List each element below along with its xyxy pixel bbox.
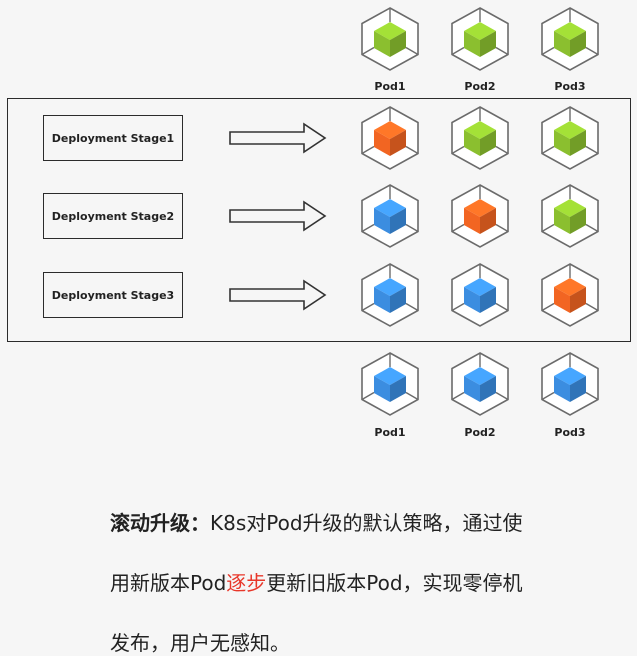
caption-highlight: 逐步 — [226, 571, 267, 595]
stage-3-pod-2-icon — [448, 261, 512, 329]
stage-1-pod-2-icon — [448, 104, 512, 172]
right-arrow-icon — [228, 278, 328, 312]
caption-line-1: 滚动升级：K8s对Pod升级的默认策略，通过使 — [110, 507, 630, 536]
caption-line2-after: 更新旧版本Pod，实现零停机 — [266, 571, 523, 595]
caption-term: 滚动升级： — [110, 511, 210, 535]
bottom-pod-1-label: Pod1 — [374, 426, 406, 439]
top-pod-1-icon — [358, 5, 422, 73]
caption-line-2: 用新版本Pod逐步更新旧版本Pod，实现零停机 — [110, 567, 630, 596]
right-arrow-icon — [228, 199, 328, 233]
caption-line1-text: K8s对Pod升级的默认策略，通过使 — [210, 511, 523, 535]
top-pod-2-icon — [448, 5, 512, 73]
right-arrow-icon — [228, 121, 328, 155]
deployment-stage-1-box: Deployment Stage1 — [43, 115, 183, 161]
stage-1-pod-1-icon — [358, 104, 422, 172]
stage-1-pod-3-icon — [538, 104, 602, 172]
caption-line3-text: 发布，用户无感知。 — [110, 631, 290, 655]
caption-line-3: 发布，用户无感知。 — [110, 627, 630, 656]
bottom-pod-2-icon — [448, 350, 512, 418]
bottom-pod-1-icon — [358, 350, 422, 418]
bottom-pod-3-label: Pod3 — [554, 426, 586, 439]
caption-line2-before: 用新版本Pod — [110, 571, 227, 595]
stage-3-pod-3-icon — [538, 261, 602, 329]
top-pod-3-label: Pod3 — [554, 80, 586, 93]
deployment-stages-frame — [7, 98, 631, 342]
bottom-pod-2-label: Pod2 — [464, 426, 496, 439]
stage-3-pod-1-icon — [358, 261, 422, 329]
stage-2-pod-2-icon — [448, 182, 512, 250]
top-pod-2-label: Pod2 — [464, 80, 496, 93]
top-pod-1-label: Pod1 — [374, 80, 406, 93]
deployment-stage-2-box: Deployment Stage2 — [43, 193, 183, 239]
deployment-stage-3-box: Deployment Stage3 — [43, 272, 183, 318]
stage-2-pod-1-icon — [358, 182, 422, 250]
stage-2-pod-3-icon — [538, 182, 602, 250]
top-pod-3-icon — [538, 5, 602, 73]
bottom-pod-3-icon — [538, 350, 602, 418]
